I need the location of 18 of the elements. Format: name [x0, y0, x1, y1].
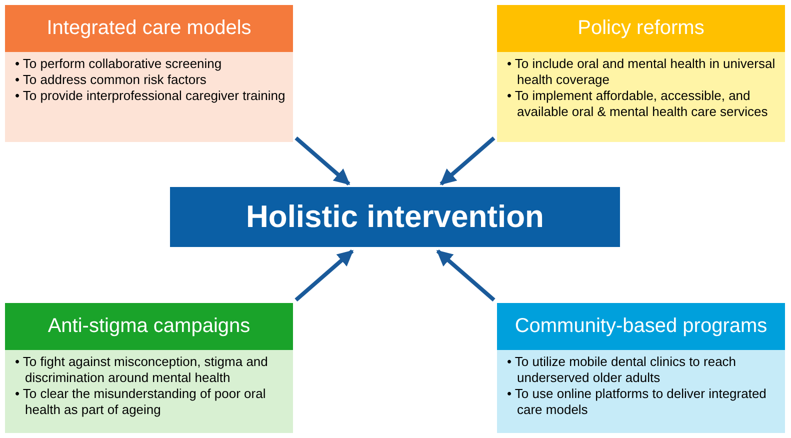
bullet-item: • To include oral and mental health in universal health coverage: [507, 56, 776, 88]
arrow: [440, 136, 496, 186]
bullet-item: • To perform collaborative screening: [15, 56, 223, 72]
category-header: Anti-stigma campaigns: [5, 303, 293, 350]
bullet-item: • To utilize mobile dental clinics to reach underserved older adults: [507, 354, 738, 386]
bullet-item: • To clear the misunderstanding of poor oral health as part of ageing: [15, 386, 267, 418]
intervention-box: Holistic intervention: [170, 187, 620, 247]
category-header: Community-based programs: [497, 303, 785, 350]
bullet-item: • To address common risk factors: [15, 72, 208, 88]
bullet-item: • To provide interprofessional caregiver training: [15, 88, 286, 104]
bullet-item: • To fight against misconception, stigma and discrimination around mental health: [15, 354, 269, 386]
arrow: [294, 136, 350, 186]
arrow: [294, 250, 354, 302]
category-header: Integrated care models: [5, 5, 293, 52]
arrow: [436, 250, 496, 302]
bullet-item: • To implement affordable, accessible, and available oral & mental health care services: [507, 88, 769, 120]
bullet-item: • To use online platforms to deliver integrated care models: [507, 386, 768, 418]
category-header: Policy reforms: [497, 5, 785, 52]
